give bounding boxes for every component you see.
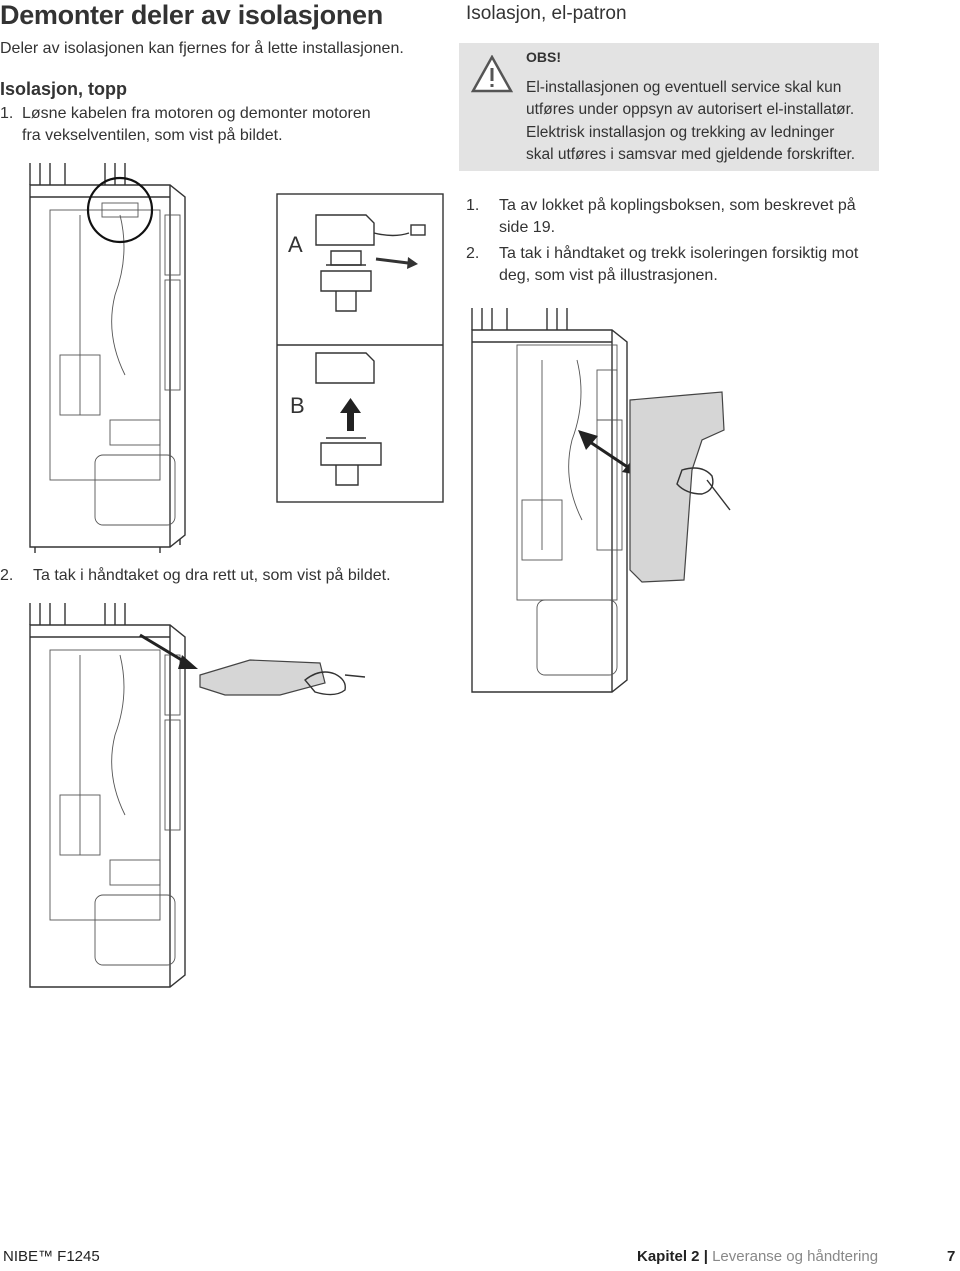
heading-isolasjon-el-patron: Isolasjon, el-patron [466,3,627,24]
figure-label-b: B [290,393,305,418]
obs-line: El-installasjonen og eventuell service s… [526,79,842,96]
footer-chapter-title: Leveranse og håndtering [712,1248,879,1265]
figure-label-a: A [288,232,303,257]
left-step-1: 1. Løsne kabelen fra motoren og demonter … [0,103,371,147]
page-title: Demonter deler av isolasjonen [0,0,383,30]
obs-line: skal utføres i samsvar med gjeldende for… [526,146,856,163]
step-number: 1. [0,105,14,122]
footer-chapter: Kapitel 2 | Leveranse og håndtering [637,1248,878,1265]
step-text-line: Ta tak i håndtaket og dra rett ut, som v… [33,567,391,584]
right-step-2: 2. Ta tak i håndtaket og trekk isoleringe… [466,243,858,287]
step-number: 2. [0,567,14,584]
obs-warning-box: OBS! El-installasjonen og eventuell serv… [459,43,879,171]
intro-text: Deler av isolasjonen kan fjernes for å l… [0,40,404,57]
footer-brand: NIBE™ F1245 [3,1248,100,1265]
step-text-line: side 19. [499,219,556,236]
step-text-line: deg, som vist på illustrasjonen. [499,267,718,284]
valve-motor-figure [276,193,444,503]
obs-line: Elektrisk installasjon og trekking av le… [526,124,835,141]
obs-label: OBS! [526,49,561,65]
obs-line: utføres under oppsyn av autorisert el-in… [526,101,855,118]
step-text-line: Løsne kabelen fra motoren og demonter mo… [22,105,371,122]
step-number: 1. [466,197,480,214]
right-step-1: 1. Ta av lokket på koplingsboksen, som be… [466,195,856,239]
step-text-line: fra vekselventilen, som vist på bildet. [22,127,283,144]
warning-triangle-icon [471,55,513,93]
heading-isolasjon-topp: Isolasjon, topp [0,79,128,99]
footer-chapter-label: Kapitel 2 [637,1248,700,1265]
heat-pump-illustration-el-patron [471,308,731,693]
heat-pump-illustration-top [29,163,186,553]
left-step-2: 2. Ta tak i håndtaket og dra rett ut, som… [0,565,391,587]
step-text-line: Ta tak i håndtaket og trekk isoleringen … [499,245,859,262]
step-text-line: Ta av lokket på koplingsboksen, som besk… [499,197,856,214]
footer-page-number: 7 [947,1248,956,1265]
step-number: 2. [466,245,480,262]
heat-pump-illustration-pull-top [29,603,366,988]
footer-separator: | [703,1248,708,1265]
